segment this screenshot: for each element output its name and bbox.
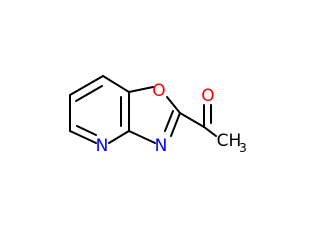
oxazole-nitrogen-label: N bbox=[155, 136, 168, 156]
bond-pyridine-5-inner bbox=[76, 125, 97, 136]
chemical-structure-diagram: O O N N CH 3 bbox=[69, 75, 247, 156]
bond-oxazole-n-c3a bbox=[128, 130, 156, 144]
ring-oxygen-label: O bbox=[152, 81, 165, 101]
bond-oxazole-c2-n bbox=[170, 112, 181, 137]
bond-c2-carbonyl bbox=[179, 112, 205, 128]
pyridine-nitrogen-label: N bbox=[96, 136, 109, 156]
bond-carbonyl-methyl bbox=[203, 126, 217, 137]
bond-oxazole-o-c2 bbox=[166, 96, 181, 114]
bond-pyridine-1 bbox=[69, 75, 104, 96]
carbonyl-oxygen-label: O bbox=[201, 86, 214, 106]
bond-pyridine-5 bbox=[69, 130, 97, 144]
bond-oxazole-c7a-o bbox=[128, 86, 154, 93]
atom-labels: O O N N CH 3 bbox=[96, 81, 247, 156]
bonds bbox=[69, 75, 217, 144]
methyl-label: CH bbox=[217, 131, 242, 151]
methyl-subscript: 3 bbox=[239, 141, 247, 155]
bond-pyridine-2 bbox=[102, 75, 130, 93]
bond-pyridine-4 bbox=[108, 130, 130, 144]
bond-oxazole-c2-n-inner bbox=[164, 110, 174, 132]
bond-pyridine-1-inner bbox=[75, 85, 103, 102]
